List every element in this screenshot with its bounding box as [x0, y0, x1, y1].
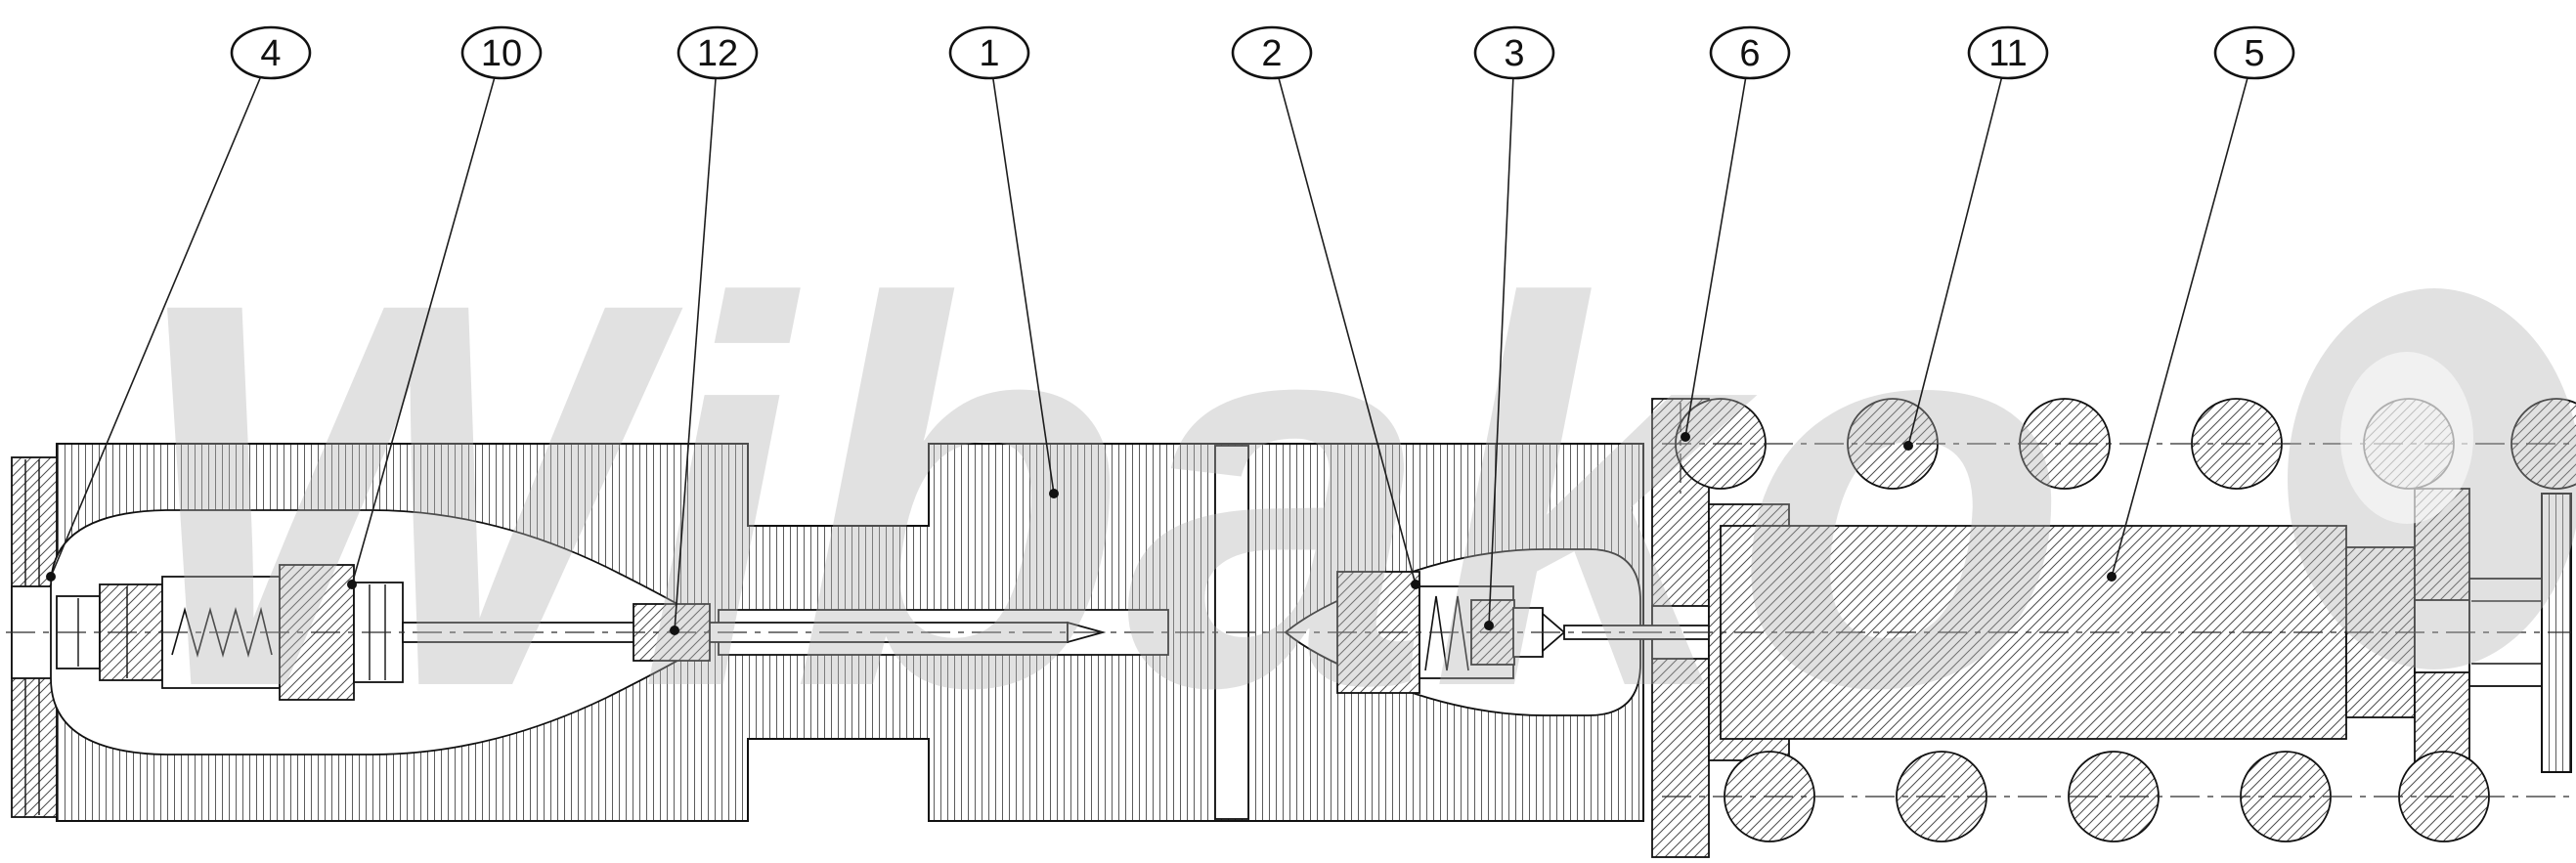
callout-number-4: 4 [260, 33, 281, 74]
callout-leader-5 [2111, 52, 2255, 578]
callout-leader-12 [674, 52, 719, 631]
watermark-text: Wibako [127, 189, 2069, 800]
callout-leader-1 [988, 52, 1055, 495]
callout-leader-6 [1684, 52, 1751, 438]
callout-5: 5 [2107, 25, 2295, 582]
callout-balloon-1 [948, 25, 1030, 80]
inner-spring-right [1424, 595, 1469, 671]
callout-11: 11 [1903, 25, 2049, 451]
callout-10: 10 [347, 25, 543, 589]
watermark: Wibako [127, 189, 2576, 800]
callout-dot-5 [2107, 572, 2117, 582]
callout-1: 1 [948, 25, 1059, 498]
callout-dot-6 [1681, 432, 1690, 442]
callout-balloon-6 [1709, 25, 1791, 80]
callout-4: 4 [46, 25, 312, 582]
callout-12: 12 [670, 25, 759, 635]
spring-seat-right [2414, 488, 2470, 773]
callout-number-11: 11 [1988, 33, 2027, 74]
callout-dot-10 [347, 580, 357, 589]
callout-leader-3 [1488, 52, 1515, 626]
callout-number-10: 10 [481, 33, 522, 74]
centerlines [6, 403, 2571, 798]
callout-leader-2 [1271, 52, 1417, 585]
callout-leader-4 [50, 52, 272, 578]
callout-balloon-10 [460, 25, 543, 80]
callout-3: 3 [1473, 25, 1555, 630]
callout-balloon-5 [2213, 25, 2295, 80]
stem-nut [633, 603, 711, 662]
callout-leader-11 [1907, 52, 2009, 447]
callout-2: 2 [1231, 25, 1420, 589]
callout-balloon-2 [1231, 25, 1313, 80]
callout-number-5: 5 [2244, 33, 2264, 74]
callout-6: 6 [1681, 25, 1791, 442]
callout-dot-3 [1484, 621, 1494, 630]
callout-dot-1 [1049, 489, 1059, 498]
callout-dot-4 [46, 572, 56, 582]
callout-number-12: 12 [697, 33, 738, 74]
inner-spring [171, 606, 273, 658]
callout-balloon-11 [1967, 25, 2049, 80]
callout-dot-11 [1903, 441, 1913, 451]
callout-leader-10 [351, 52, 502, 585]
callout-number-6: 6 [1739, 33, 1760, 74]
callout-number-2: 2 [1261, 33, 1282, 74]
callout-number-1: 1 [979, 33, 999, 74]
callout-number-3: 3 [1504, 33, 1524, 74]
callout-dot-12 [670, 626, 679, 635]
watermark-emblem-hole [2340, 352, 2473, 524]
callout-dot-2 [1411, 580, 1420, 589]
callout-balloon-4 [230, 25, 312, 80]
callout-balloon-3 [1473, 25, 1555, 80]
callout-balloon-12 [677, 25, 759, 80]
